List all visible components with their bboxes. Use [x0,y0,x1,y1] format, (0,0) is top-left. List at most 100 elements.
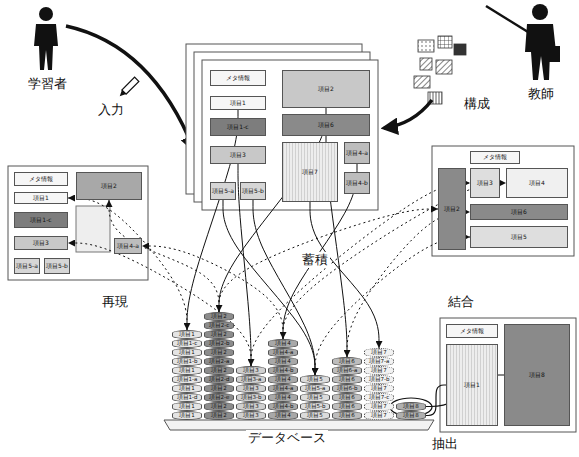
database-record: 項目2-a [204,357,234,366]
item-label: メタ情報 [460,328,484,335]
item-label: 項目1-d [177,394,198,400]
item-label: 項目4-a [273,349,294,355]
item-label: 項目1 [179,385,195,391]
item-label: 項目7 [371,349,387,355]
database-record: 項目1 [172,366,202,375]
database-record: 項目1 [172,330,202,339]
item-label: 項目1 [179,349,195,355]
store-arrow [310,202,379,348]
item-label: 項目4 [275,340,291,346]
item-label: 項目4-a [117,243,139,250]
item-label: 項目3 [33,240,49,247]
item-box: 項目5-b [44,258,70,274]
item-label: 項目5-a [305,385,326,391]
item-box: 項目2 [282,70,370,108]
database-record: 項目2 [204,384,234,393]
database-record: 項目4 [268,339,298,348]
item-label: 項目5 [307,412,323,418]
item-label: 項目7-b [369,376,390,382]
database-record: 項目5 [300,411,330,420]
item-label: 項目4 [275,394,291,400]
database-record: 項目7-c [364,393,394,402]
database-record: 項目7 [364,384,394,393]
item-label: 項目4-b [346,180,368,187]
item-label: 項目7-a [369,358,390,364]
item-label: 項目1-c [227,124,248,131]
database-record: 項目4-a [268,348,298,357]
item-label: 項目1-a [177,376,198,382]
item-label: 項目2 [211,385,227,391]
item-box: 項目2 [438,168,466,250]
item-label: 項目4 [529,180,545,187]
database-record: 項目7-a [364,357,394,366]
item-box: 項目7 [282,142,338,202]
item-label: 項目3 [230,152,246,159]
database-record: 項目5 [300,375,330,384]
item-label: 項目8 [529,372,545,379]
database-record: 項目2 [204,312,234,321]
database-record: 項目1-b [172,357,202,366]
reproduced-blank-area [76,206,110,252]
item-label: 項目6 [339,376,355,382]
database-record: 項目4 [268,375,298,384]
item-label: 項目4 [275,376,291,382]
template-sheets [186,44,378,210]
database-record: 項目1-c [172,339,202,348]
item-box: 項目3 [470,168,500,198]
database-record: 項目7 [364,348,394,357]
database-record: 項目2-e [204,393,234,402]
item-box: 項目1 [14,192,68,204]
input-arrow [66,26,194,150]
item-label: 項目1-c [30,217,51,224]
item-label: 項目6-a [337,367,358,373]
item-label: 項目6 [511,209,527,216]
item-label: 項目3 [243,385,259,391]
database-record: 項目3-b [236,393,266,402]
database-record: 項目2 [204,402,234,411]
item-label: 項目2 [211,349,227,355]
item-label: 項目7 [371,367,387,373]
item-label: メタ情報 [226,75,250,82]
caption-label: データベース [246,430,328,446]
item-label: 項目7 [371,403,387,409]
item-label: 項目2 [211,412,227,418]
item-label: 項目5-a [212,188,234,195]
item-label: 項目7 [302,169,318,176]
recall-arrow [68,243,251,366]
store-arrow [187,110,238,330]
item-label: 項目5-b [305,403,326,409]
caption-label: 入力 [96,102,126,118]
item-label: 項目6 [339,358,355,364]
item-label: 項目2 [318,86,334,93]
extracted-page [440,318,576,432]
item-box: 項目1-c [210,118,266,136]
item-label: 項目3 [477,180,493,187]
combined-page [432,146,574,256]
item-label: 項目2-b [209,340,230,346]
item-box: 項目5-b [240,182,266,200]
database-record: 項目7 [364,411,394,420]
database-tray [164,420,434,430]
item-label: 項目2 [211,313,227,319]
item-label: 項目3-a [241,376,262,382]
database-record: 項目4 [268,357,298,366]
item-label: メタ情報 [29,176,53,183]
item-box: 項目5-a [14,258,40,274]
database-record: 項目4 [268,393,298,402]
compose-arrow [384,100,432,128]
item-label: 項目2 [444,206,460,213]
item-box: 項目4-a [114,238,142,254]
database-record: 項目3 [236,411,266,420]
item-box: 項目1 [210,96,266,110]
item-label: 項目1 [230,100,246,107]
item-box: 項目5 [470,226,568,248]
item-label: 項目2 [211,331,227,337]
database-record: 項目6-a [332,366,362,375]
item-box: 項目4-b [344,172,370,194]
item-box: 項目8 [504,324,570,426]
item-label: 項目6 [339,412,355,418]
item-label: 項目5-b [46,263,68,270]
database-record: 項目5 [300,393,330,402]
database-record: 項目1 [172,402,202,411]
extract-line [426,385,446,416]
